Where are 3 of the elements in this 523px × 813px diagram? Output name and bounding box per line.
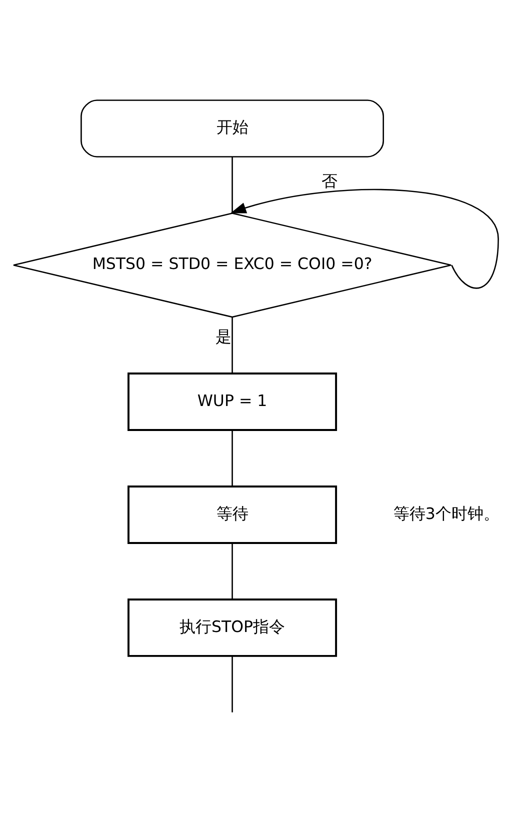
edge-label: 是 xyxy=(216,326,232,346)
node-label: 等待3个时钟。 xyxy=(393,503,500,522)
edge-label: 否 xyxy=(322,170,338,190)
